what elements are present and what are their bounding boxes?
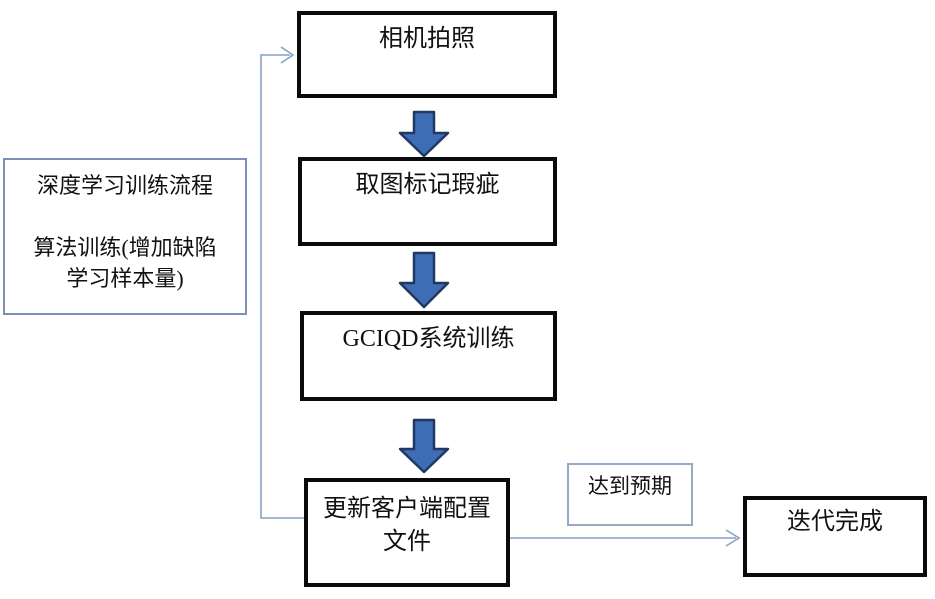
node-mark-defects: 取图标记瑕疵 xyxy=(298,157,557,246)
down-block-arrow-icon xyxy=(398,110,450,158)
node-iteration-complete: 迭代完成 xyxy=(743,496,927,577)
edge-label-expectation-met: 达到预期 xyxy=(567,463,693,526)
down-block-arrow-icon xyxy=(398,251,450,309)
node-camera-capture: 相机拍照 xyxy=(297,11,557,98)
feedback-connector-line xyxy=(260,54,304,519)
result-connector-arrowhead-icon xyxy=(725,529,741,547)
node-gciqd-training: GCIQD系统训练 xyxy=(300,311,557,401)
side-note-training-process: 深度学习训练流程 算法训练(增加缺陷 学习样本量) xyxy=(3,158,247,315)
feedback-connector-arrowhead-icon xyxy=(280,46,295,64)
down-block-arrow-icon xyxy=(398,418,450,474)
node-update-client-config: 更新客户端配置 文件 xyxy=(304,478,510,587)
